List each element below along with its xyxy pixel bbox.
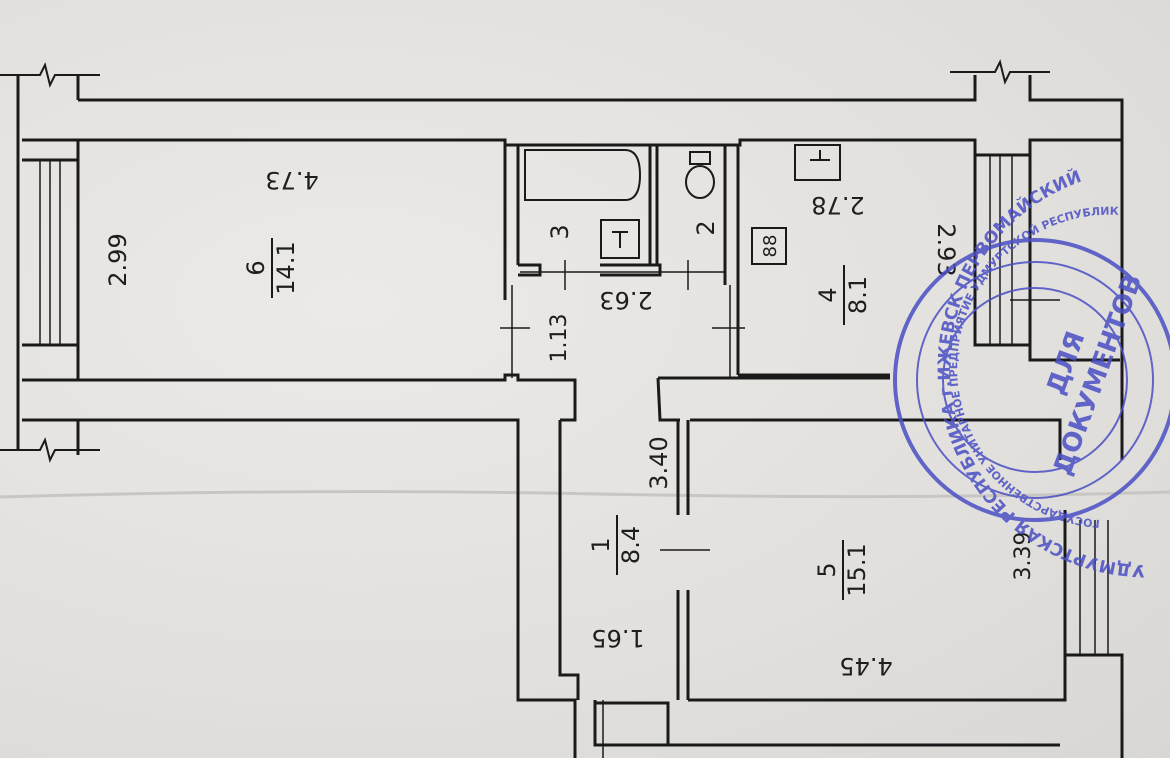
svg-text:6: 6 — [242, 260, 270, 275]
svg-text:5: 5 — [813, 562, 841, 577]
svg-text:8.4: 8.4 — [617, 526, 645, 564]
stamp-center: ДЛЯ ДОКУМЕНТОВ — [1041, 270, 1148, 479]
dim-hall-length: 3.40 — [645, 436, 673, 489]
paper-crease — [0, 490, 1170, 499]
room-2-label: 2 — [692, 220, 720, 235]
svg-text:1: 1 — [587, 537, 615, 552]
room-4-label: 4 8.1 — [814, 265, 872, 325]
svg-text:2: 2 — [692, 220, 720, 235]
wall-break-symbols — [0, 59, 1050, 463]
sink-icon — [600, 219, 640, 259]
kitchen-sink-icon — [794, 144, 841, 181]
svg-text:15.1: 15.1 — [843, 543, 871, 596]
svg-text:14.1: 14.1 — [272, 241, 300, 294]
dim-corridor-width: 1.13 — [547, 314, 572, 363]
room-3-label: 3 — [546, 224, 574, 239]
bathtub-icon — [524, 149, 642, 201]
svg-text:4: 4 — [814, 287, 842, 302]
svg-text:3: 3 — [546, 224, 574, 239]
toilet-icon — [689, 151, 711, 165]
stove-symbol: 88 — [760, 235, 781, 258]
svg-text:8.1: 8.1 — [844, 276, 872, 314]
dim-room4-width: 2.93 — [932, 223, 960, 276]
room-6-label: 6 14.1 — [242, 238, 300, 298]
bathroom-fixtures — [524, 144, 841, 265]
dim-corridor-length: 2.63 — [599, 286, 652, 314]
dim-room5-width: 3.39 — [1011, 532, 1036, 581]
room-5-label: 5 15.1 — [813, 540, 871, 600]
room-1-label: 1 8.4 — [587, 515, 645, 575]
dim-room6-width: 2.99 — [104, 233, 132, 286]
stove-icon — [751, 227, 787, 265]
room-labels: 6 14.1 3 2 4 8.1 1 8.4 5 15.1 — [242, 220, 872, 600]
dim-hall-width: 1.65 — [591, 624, 644, 652]
dim-room6-length: 4.73 — [265, 166, 318, 194]
dimension-labels: 4.73 2.99 2.63 1.13 2.78 2.93 3.40 1.65 … — [104, 166, 1036, 680]
dim-room4-length: 2.78 — [811, 191, 864, 219]
dimension-lines — [500, 260, 1060, 758]
dim-room5-length: 4.45 — [839, 652, 892, 680]
